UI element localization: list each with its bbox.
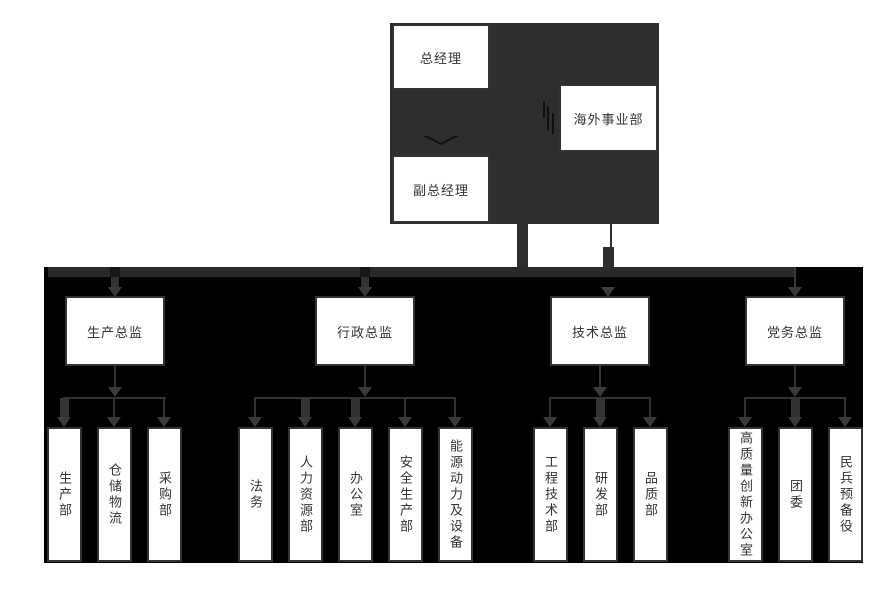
connector-shaft: [649, 398, 651, 419]
department-box-quality-innovation-office: 高质量创新办公室: [728, 427, 763, 562]
department-label: 工程技术部: [543, 454, 558, 535]
down-arrow-icon-inner: [428, 136, 454, 143]
deputy-general-manager-label: 副总经理: [412, 182, 469, 198]
arrow-down-icon: [788, 417, 802, 427]
connector-cross: [110, 267, 120, 277]
department-label: 民兵预备役: [838, 454, 853, 535]
arrow-down-icon: [107, 417, 121, 427]
director-label: 技术总监: [571, 324, 628, 340]
department-box-safety-production: 安全生产部: [388, 427, 423, 562]
department-label: 生产部: [57, 470, 72, 519]
department-box-militia-reserve: 民兵预备役: [828, 427, 863, 562]
department-box-purchasing: 采购部: [147, 427, 182, 562]
connector-shaft: [351, 398, 360, 418]
general-manager-box: 总经理: [392, 24, 490, 90]
director-box-production: 生产总监: [65, 296, 165, 366]
director-box-technology: 技术总监: [550, 296, 650, 366]
connector-shaft: [599, 366, 601, 389]
arrow-down-icon: [601, 287, 615, 297]
connector-shaft: [361, 277, 369, 288]
arrow-down-icon: [593, 417, 607, 427]
connector-shaft: [791, 398, 800, 418]
arrow-down-icon: [108, 287, 122, 297]
department-box-youth-league: 团委: [778, 427, 813, 562]
connector-shaft: [301, 398, 310, 418]
arrow-down-icon: [838, 417, 852, 427]
arrow-down-icon: [398, 417, 412, 427]
connector-shaft: [549, 398, 551, 419]
connector-shaft: [794, 366, 796, 389]
arrow-down-icon: [643, 417, 657, 427]
connector-shaft: [454, 398, 456, 419]
arrow-down-icon: [57, 417, 71, 427]
arrow-down-icon: [543, 417, 557, 427]
connector-shaft: [404, 398, 406, 419]
connector-shaft: [744, 398, 746, 419]
arrow-down-icon: [448, 417, 462, 427]
department-label: 团委: [788, 478, 803, 511]
connector-tick-icon: [547, 106, 549, 130]
department-box-engineering-technology: 工程技术部: [533, 427, 568, 562]
department-label: 能源动力及设备: [448, 438, 463, 551]
department-label: 法务: [248, 478, 263, 511]
director-box-administration: 行政总监: [315, 296, 415, 366]
department-label: 品质部: [643, 470, 658, 519]
general-manager-label: 总经理: [419, 50, 462, 66]
connector-shaft: [794, 267, 796, 288]
director-label: 党务总监: [766, 324, 823, 340]
connector-cross: [360, 267, 370, 277]
department-label: 仓储物流: [107, 462, 122, 527]
connector-shaft: [111, 277, 119, 288]
department-box-production: 生产部: [47, 427, 82, 562]
arrow-down-icon: [738, 417, 752, 427]
connector-shaft: [364, 366, 366, 389]
department-box-office: 办公室: [338, 427, 373, 562]
arrow-down-icon: [248, 417, 262, 427]
arrow-down-icon: [348, 417, 362, 427]
arrow-down-icon: [108, 387, 122, 397]
department-label: 采购部: [157, 470, 172, 519]
connector-tick-icon: [543, 101, 545, 118]
connector-tick-icon: [552, 113, 554, 134]
directors-connector-line: [48, 267, 796, 277]
department-box-energy-power-equipment: 能源动力及设备: [438, 427, 473, 562]
department-box-quality: 品质部: [633, 427, 668, 562]
department-label: 研发部: [593, 470, 608, 519]
connector-shaft: [114, 366, 116, 389]
connector-trunk-right-line: [610, 224, 612, 250]
overseas-division-box: 海外事业部: [559, 84, 658, 152]
department-box-research-development: 研发部: [583, 427, 618, 562]
arrow-down-icon: [593, 387, 607, 397]
director-label: 行政总监: [336, 324, 393, 340]
connector-shaft: [844, 398, 846, 419]
department-label: 办公室: [348, 470, 363, 519]
director-label: 生产总监: [86, 324, 143, 340]
department-box-warehouse-logistics: 仓储物流: [97, 427, 132, 562]
arrow-down-icon: [298, 417, 312, 427]
connector-shaft: [254, 398, 256, 419]
department-box-human-resources: 人力资源部: [288, 427, 323, 562]
department-box-legal: 法务: [238, 427, 273, 562]
connector-shaft: [60, 398, 69, 418]
arrow-down-icon: [358, 287, 372, 297]
arrow-down-icon: [157, 417, 171, 427]
connector-trunk-left: [517, 224, 528, 268]
overseas-division-label: 海外事业部: [573, 111, 644, 127]
arrow-down-icon: [788, 387, 802, 397]
arrow-down-icon: [358, 387, 372, 397]
department-label: 安全生产部: [398, 454, 413, 535]
director-box-party-affairs: 党务总监: [745, 296, 845, 366]
department-label: 高质量创新办公室: [738, 430, 753, 559]
connector-shaft: [163, 398, 165, 419]
arrow-down-icon: [788, 287, 802, 297]
connector-shaft: [596, 398, 605, 418]
department-label: 人力资源部: [298, 454, 313, 535]
deputy-general-manager-box: 副总经理: [392, 155, 490, 223]
connector-shaft: [113, 398, 115, 419]
